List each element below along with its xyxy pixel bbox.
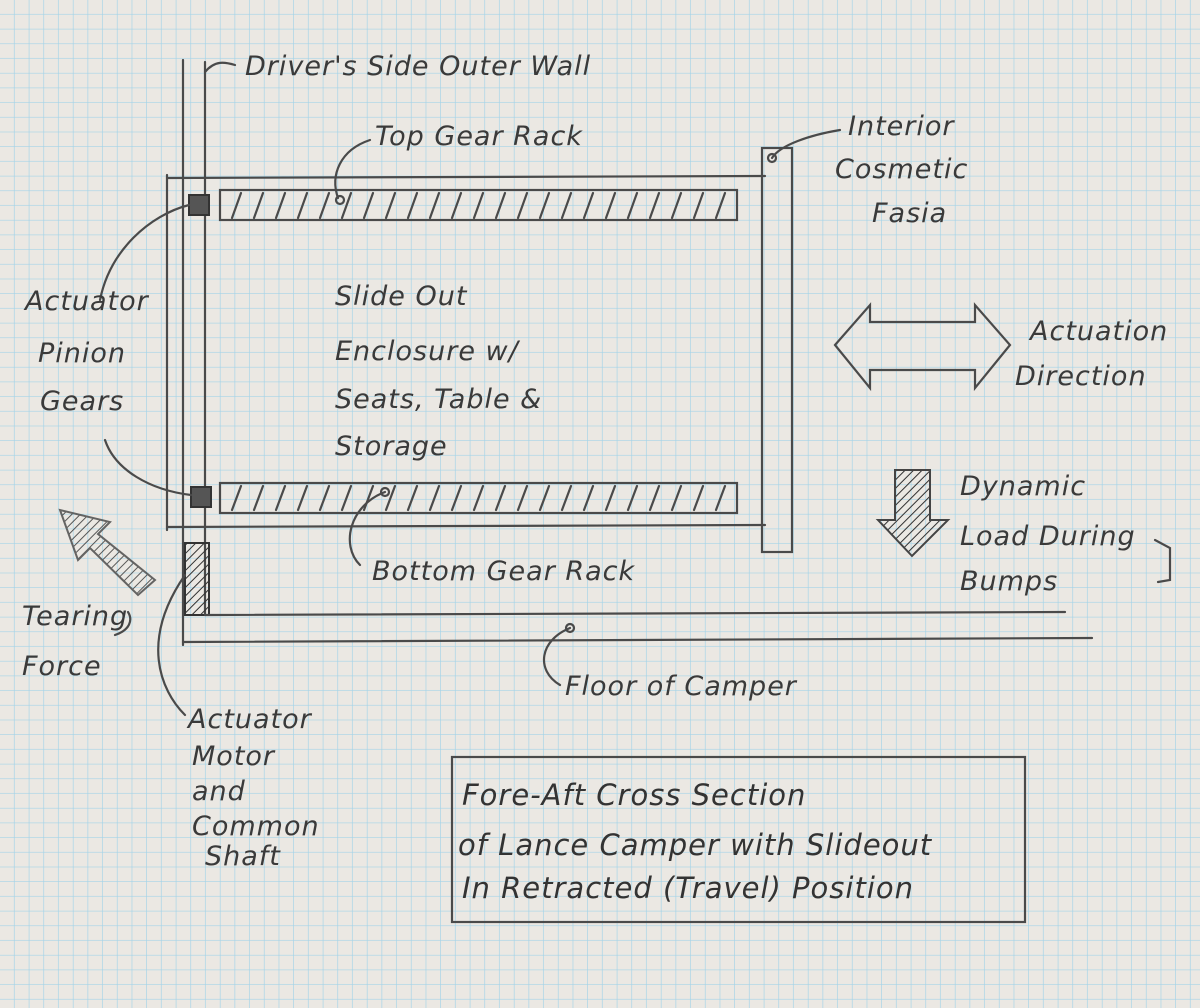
rack-tooth bbox=[538, 191, 551, 220]
outer-wall bbox=[165, 58, 207, 647]
label-actuation-2: Direction bbox=[1015, 361, 1147, 392]
rack-tooth bbox=[274, 484, 287, 512]
rack-tooth bbox=[230, 191, 243, 220]
label-motor-5: Shaft bbox=[205, 841, 281, 872]
rack-tooth bbox=[714, 191, 727, 220]
label-enclosure-1: Slide Out bbox=[335, 281, 468, 312]
tearing-force-arrow-icon bbox=[58, 508, 157, 597]
rack-tooth bbox=[406, 191, 419, 220]
rack-tooth bbox=[626, 484, 639, 512]
label-floor: Floor of Camper bbox=[565, 671, 798, 702]
rack-tooth bbox=[538, 484, 551, 512]
rack-tooth bbox=[472, 484, 485, 512]
rack-tooth bbox=[560, 484, 573, 512]
rack-tooth bbox=[340, 484, 353, 512]
label-enclosure-4: Storage bbox=[335, 431, 448, 462]
rack-tooth bbox=[428, 484, 441, 512]
rack-tooth bbox=[362, 484, 375, 512]
label-dynamic-1: Dynamic bbox=[960, 471, 1086, 502]
camper-floor bbox=[181, 610, 1094, 644]
title-line-1: Fore-Aft Cross Section bbox=[462, 778, 806, 812]
rack-tooth bbox=[252, 484, 265, 512]
label-motor-2: Motor bbox=[192, 741, 276, 772]
bottom-gear-rack bbox=[218, 481, 739, 515]
rack-tooth bbox=[604, 484, 617, 512]
cosmetic-fascia bbox=[760, 146, 794, 554]
label-motor-3: and bbox=[192, 776, 246, 807]
rack-tooth bbox=[604, 191, 617, 220]
label-actuation-1: Actuation bbox=[1028, 316, 1168, 347]
rack-tooth bbox=[296, 191, 309, 220]
dynamic-load-arrow-icon bbox=[875, 469, 951, 558]
rack-tooth bbox=[340, 191, 353, 220]
rack-tooth bbox=[384, 484, 397, 512]
rack-tooth bbox=[450, 484, 463, 512]
label-motor-4: Common bbox=[192, 811, 320, 842]
rack-tooth bbox=[582, 191, 595, 220]
rack-tooth bbox=[318, 484, 331, 512]
actuator-motor bbox=[184, 542, 210, 616]
rack-tooth bbox=[560, 191, 573, 220]
leader-lines bbox=[98, 61, 1172, 717]
rack-tooth bbox=[692, 191, 705, 220]
label-fascia-2: Cosmetic bbox=[835, 154, 968, 185]
rack-tooth bbox=[296, 484, 309, 512]
label-pinion-1: Actuator bbox=[23, 286, 150, 317]
rack-tooth bbox=[582, 484, 595, 512]
rack-tooth bbox=[362, 191, 375, 220]
rack-tooth bbox=[670, 484, 683, 512]
rack-tooth bbox=[670, 191, 683, 220]
rack-tooth bbox=[494, 484, 507, 512]
rack-tooth bbox=[648, 484, 661, 512]
rack-tooth bbox=[318, 191, 331, 220]
label-outer-wall: Driver's Side Outer Wall bbox=[245, 51, 591, 82]
title-line-3: In Retracted (Travel) Position bbox=[462, 871, 914, 905]
rack-tooth bbox=[274, 191, 287, 220]
actuation-arrow-icon bbox=[833, 302, 1012, 392]
rack-tooth bbox=[472, 191, 485, 220]
label-tearing-1: Tearing bbox=[22, 601, 128, 632]
label-fascia-3: Fasia bbox=[872, 198, 947, 229]
rack-tooth bbox=[714, 484, 727, 512]
rack-tooth bbox=[626, 191, 639, 220]
label-enclosure-3: Seats, Table & bbox=[335, 384, 542, 415]
rack-tooth bbox=[406, 484, 419, 512]
title-box bbox=[450, 755, 1027, 924]
label-fascia-1: Interior bbox=[848, 111, 955, 142]
rack-tooth bbox=[494, 191, 507, 220]
top-gear-rack bbox=[218, 188, 739, 222]
rack-tooth bbox=[428, 191, 441, 220]
title-line-2: of Lance Camper with Slideout bbox=[458, 828, 933, 862]
rack-tooth bbox=[252, 191, 265, 220]
bottom-pinion-gear bbox=[190, 486, 212, 508]
label-dynamic-3: Bumps bbox=[960, 566, 1058, 597]
rack-tooth bbox=[450, 191, 463, 220]
rack-tooth bbox=[230, 484, 243, 512]
rack-tooth bbox=[692, 484, 705, 512]
label-pinion-3: Gears bbox=[40, 386, 124, 417]
label-top-rack: Top Gear Rack bbox=[375, 121, 583, 152]
label-dynamic-2: Load During bbox=[960, 521, 1136, 552]
label-enclosure-2: Enclosure w/ bbox=[335, 336, 521, 367]
rack-tooth bbox=[648, 191, 661, 220]
label-tearing-2: Force bbox=[22, 651, 102, 682]
rack-tooth bbox=[516, 191, 529, 220]
top-pinion-gear bbox=[188, 194, 210, 216]
slideout-enclosure bbox=[165, 174, 767, 529]
label-pinion-2: Pinion bbox=[38, 338, 126, 369]
label-bottom-rack: Bottom Gear Rack bbox=[372, 556, 636, 587]
rack-tooth bbox=[516, 484, 529, 512]
rack-tooth bbox=[384, 191, 397, 220]
label-motor-1: Actuator bbox=[186, 704, 313, 735]
